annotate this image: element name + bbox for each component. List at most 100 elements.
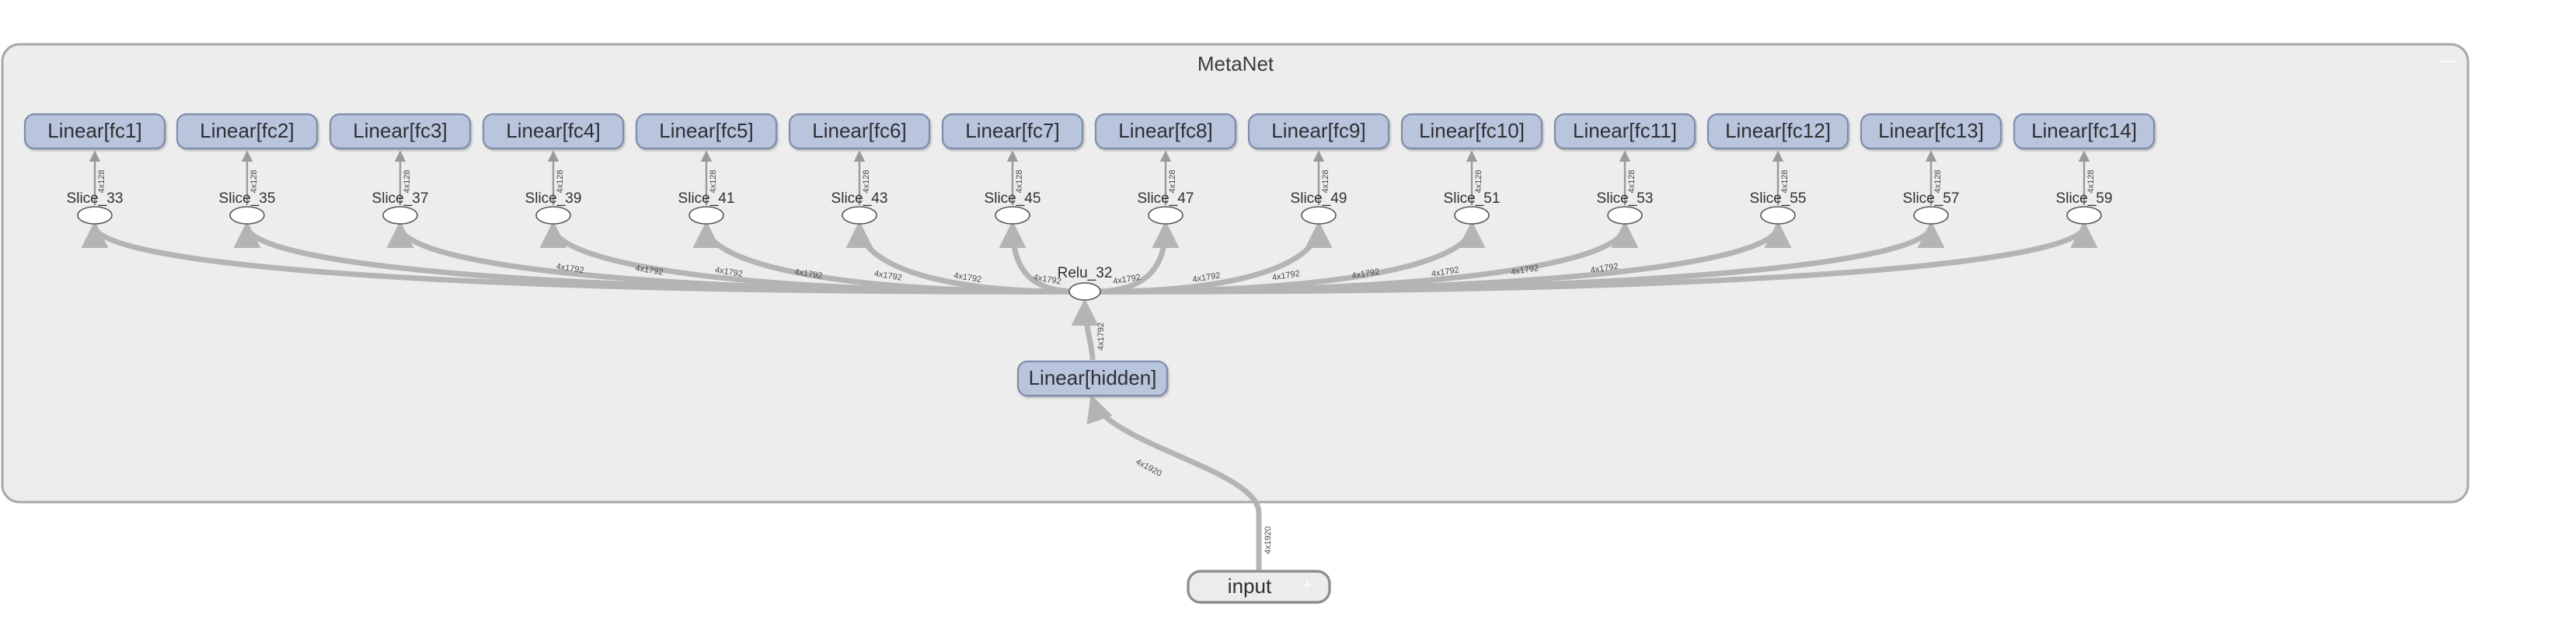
linear-node[interactable]: Linear[fc4] [482, 113, 625, 150]
linear-node-box[interactable] [329, 113, 472, 150]
linear-node[interactable]: Linear[fc7] [941, 113, 1084, 150]
linear-node-label: Linear[fc4] [506, 119, 600, 142]
linear-node[interactable]: Linear[fc11] [1553, 113, 1696, 150]
edge-label-slice-to-linear: 4x128 [1627, 170, 1637, 194]
slice-node[interactable]: Slice_33 [67, 190, 124, 225]
slice-node[interactable]: Slice_55 [1750, 190, 1807, 225]
linear-node-label: Linear[fc12] [1725, 119, 1831, 142]
slice-node[interactable]: Slice_39 [525, 190, 582, 225]
input-node[interactable]: input + [1187, 570, 1331, 604]
relu-node-label: Relu_32 [1058, 265, 1113, 281]
metanet-container[interactable] [1, 43, 2470, 504]
edge-label-relu-to-slice: 4x1792 [1192, 271, 1222, 284]
slice-ellipse[interactable] [229, 206, 265, 225]
slice-node-label: Slice_43 [831, 190, 888, 207]
linear-node-box[interactable] [23, 113, 166, 150]
input-node-box[interactable] [1187, 570, 1331, 604]
linear-node-label: Linear[fc5] [659, 119, 753, 142]
linear-node-box[interactable] [1553, 113, 1696, 150]
edge-label-relu-to-slice: 4x1792 [1112, 273, 1142, 286]
slice-ellipse[interactable] [535, 206, 571, 225]
hidden-node-box[interactable] [1016, 360, 1169, 397]
edge-label-slice-to-linear: 4x128 [1780, 170, 1790, 194]
edge-label-relu-to-slice: 4x1792 [873, 269, 903, 282]
linear-node-box[interactable] [1706, 113, 1849, 150]
relu-node[interactable]: Relu_32 [1058, 265, 1113, 301]
relu-ellipse[interactable] [1068, 282, 1101, 301]
edge-label-hidden-to-relu: 4x1792 [1096, 323, 1106, 351]
linear-node-box[interactable] [2013, 113, 2156, 150]
slice-ellipse[interactable] [1913, 206, 1949, 225]
slice-ellipse[interactable] [1760, 206, 1796, 225]
linear-node[interactable]: Linear[fc5] [635, 113, 778, 150]
slice-node-label: Slice_55 [1750, 190, 1807, 207]
linear-node[interactable]: Linear[fc14] [2013, 113, 2156, 150]
cluster-collapse-icon[interactable]: — [2438, 51, 2456, 70]
cluster-title: MetaNet [1197, 52, 1274, 75]
slice-node[interactable]: Slice_59 [2056, 190, 2113, 225]
linear-node[interactable]: Linear[fc8] [1094, 113, 1237, 150]
slice-node[interactable]: Slice_47 [1138, 190, 1194, 225]
edge-label-relu-to-slice: 4x1792 [1271, 269, 1301, 282]
linear-node-box[interactable] [482, 113, 625, 150]
slice-node[interactable]: Slice_45 [985, 190, 1041, 225]
linear-node-box[interactable] [635, 113, 778, 150]
slice-ellipse[interactable] [382, 206, 418, 225]
linear-node-box[interactable] [941, 113, 1084, 150]
linear-node-box[interactable] [788, 113, 931, 150]
linear-node[interactable]: Linear[fc13] [1860, 113, 2003, 150]
edge-relu-to-slice [1084, 221, 2098, 295]
linear-node-label: Linear[fc14] [2031, 119, 2137, 142]
edge-label-layer: 4x1792 4x1792 4x1792 4x1792 4x1792 4x1792 4x17… [97, 170, 2096, 555]
slice-ellipse[interactable] [1148, 206, 1183, 225]
metanet-cluster[interactable]: MetaNet — [1, 43, 2470, 504]
slice-node[interactable]: Slice_35 [219, 190, 276, 225]
slice-ellipse[interactable] [995, 206, 1030, 225]
edge-label-relu-to-slice: 4x1792 [1351, 267, 1381, 281]
linear-node-box[interactable] [1860, 113, 2003, 150]
slice-ellipse[interactable] [1607, 206, 1643, 225]
slice-node[interactable]: Slice_43 [831, 190, 888, 225]
hidden-node[interactable]: Linear[hidden] [1016, 360, 1169, 397]
linear-node-label: Linear[fc13] [1878, 119, 1984, 142]
slice-node[interactable]: Slice_49 [1291, 190, 1347, 225]
slice-node[interactable]: Slice_53 [1597, 190, 1654, 225]
linear-node[interactable]: Linear[fc9] [1247, 113, 1390, 150]
linear-node[interactable]: Linear[fc1] [23, 113, 166, 150]
slice-node[interactable]: Slice_41 [678, 190, 735, 225]
linear-node[interactable]: Linear[fc3] [329, 113, 472, 150]
linear-node-label: Linear[fc11] [1573, 119, 1677, 142]
edge-label-slice-to-linear: 4x128 [2086, 170, 2096, 194]
edge-label-slice-to-linear: 4x128 [1015, 170, 1024, 194]
linear-node-box[interactable] [1400, 113, 1543, 150]
slice-ellipse[interactable] [842, 206, 877, 225]
slice-node[interactable]: Slice_57 [1903, 190, 1960, 225]
edge-label-slice-to-linear: 4x128 [1474, 170, 1483, 194]
linear-node[interactable]: Linear[fc6] [788, 113, 931, 150]
edge-label-slice-to-linear: 4x128 [556, 170, 565, 194]
linear-node-box[interactable] [176, 113, 319, 150]
edge-relu-to-slice [999, 221, 1086, 295]
slice-node-label: Slice_51 [1444, 190, 1501, 207]
linear-node-box[interactable] [1247, 113, 1390, 150]
slice-node-label: Slice_47 [1138, 190, 1194, 207]
linear-node[interactable]: Linear[fc10] [1400, 113, 1543, 150]
linear-node-box[interactable] [1094, 113, 1237, 150]
edge-label-relu-to-slice: 4x1792 [714, 266, 744, 279]
slice-ellipse[interactable] [1301, 206, 1337, 225]
edge-relu-to-slice [845, 221, 1086, 295]
slice-ellipse[interactable] [688, 206, 724, 225]
linear-node[interactable]: Linear[fc2] [176, 113, 319, 150]
slice-ellipse[interactable] [1454, 206, 1490, 225]
slice-ellipse[interactable] [2066, 206, 2102, 225]
slice-node[interactable]: Slice_51 [1444, 190, 1501, 225]
node-layer[interactable]: Slice_33 Slice_35 Slice_37 Slice_39 Slice_41… [23, 113, 2156, 604]
linear-node[interactable]: Linear[fc12] [1706, 113, 1849, 150]
input-node-label: input [1228, 574, 1272, 598]
slice-ellipse[interactable] [77, 206, 113, 225]
edge-layer [81, 150, 2098, 570]
slice-node[interactable]: Slice_37 [372, 190, 429, 225]
input-expand-icon[interactable]: + [1302, 575, 1312, 595]
linear-node-label: Linear[fc10] [1419, 119, 1525, 142]
